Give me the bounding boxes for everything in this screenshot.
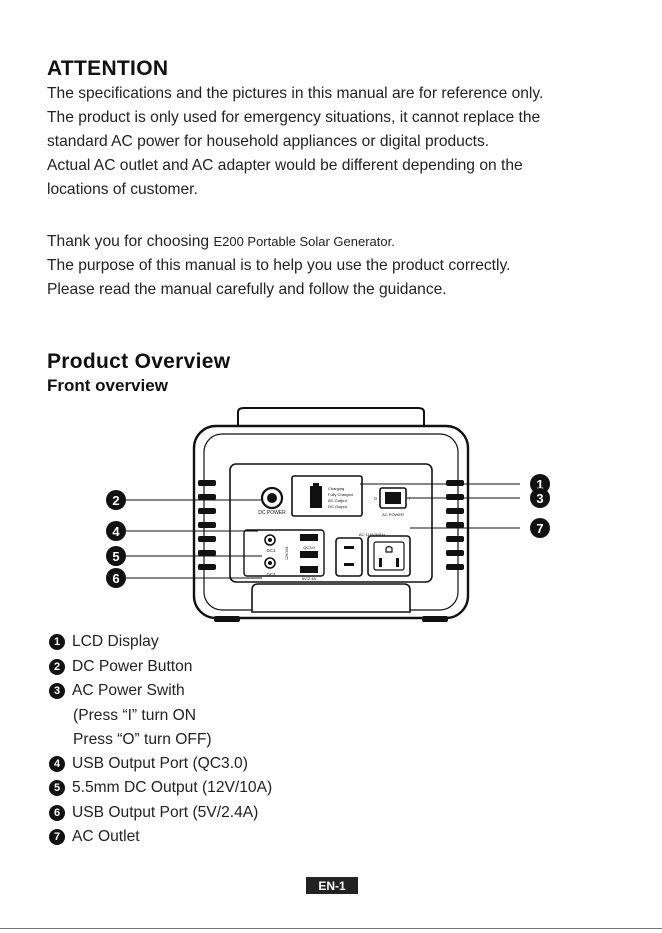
overview-subheading: Front overview [47,376,168,395]
intro-line: Please read the manual carefully and fol… [47,281,447,298]
dc2-label: DC2 [266,572,275,577]
legend-number: 2 [49,658,65,675]
qc-label: QC3.0 [303,545,315,550]
device-illustration: DC POWER Charging Fully Charged AC Outpu… [126,407,520,622]
legend-label: AC Power Swith [72,682,185,700]
legend-number: 7 [49,829,65,846]
lcd-line: Fully Charged [328,492,353,497]
dc-output-ports: DC1 DC2 12V/10A [264,534,289,577]
product-name: E200 Portable Solar Generator. [213,234,395,249]
legend-item: 3 AC Power Swith [49,679,272,704]
lcd-display: Charging Fully Charged AC Output DC Outp… [291,475,363,517]
legend-number: 6 [49,804,65,821]
callout-3: 3 [530,488,550,508]
legend-note: Press “O” turn OFF) [73,730,212,748]
ac-power-switch: O I AC POWER [374,487,410,517]
dc-power-label: DC POWER [258,510,286,516]
intro-text: Thank you for choosing E200 Portable Sol… [47,230,647,302]
dc1-label: DC1 [266,548,275,553]
legend-number: 1 [49,634,65,651]
attention-text: The specifications and the pictures in t… [47,82,647,202]
legend-label: LCD Display [72,633,159,651]
attention-line: standard AC power for household applianc… [47,133,490,150]
usb-ports: QC3.0 5V/2.4A [300,534,318,581]
legend-item: 2 DC Power Button [49,655,272,680]
callout-4: 4 [106,521,126,541]
callout-7: 7 [530,518,550,538]
legend-number: 5 [49,780,65,797]
legend-item: 1 LCD Display [49,630,272,655]
attention-line: The specifications and the pictures in t… [47,85,544,102]
legend-label: USB Output Port (QC3.0) [72,754,248,772]
legend-label: USB Output Port (5V/2.4A) [72,803,259,821]
legend-label: AC Outlet [72,828,140,846]
callout-5: 5 [106,546,126,566]
attention-line: Actual AC outlet and AC adapter would be… [47,157,523,174]
legend-item: 7 AC Outlet [49,825,272,850]
dc-output-spec: 12V/10A [285,546,289,560]
overview-heading: Product Overview [47,350,231,373]
callout-2: 2 [106,490,126,510]
lcd-line: AC Output [328,498,348,503]
ac-outlets: AC 110V/60Hz [335,532,411,577]
bottom-divider [0,928,662,929]
legend-item: 6 USB Output Port (5V/2.4A) [49,801,272,826]
thank-line: Thank you for choosing E200 Portable Sol… [47,230,647,254]
legend-number: 3 [49,683,65,700]
dc-power-button: DC POWER [258,486,286,516]
callout-6: 6 [106,568,126,588]
legend-note: (Press “I” turn ON [73,706,197,724]
component-legend: 1 LCD Display 2 DC Power Button 3 AC Power … [49,630,272,850]
legend-label: DC Power Button [72,657,193,675]
attention-heading: ATTENTION [47,57,169,80]
legend-label: 5.5mm DC Output (12V/10A) [72,779,273,797]
lcd-line: Charging [328,486,344,491]
usb-spec: 5V/2.4A [302,576,317,581]
lcd-line: DC Output [328,504,348,509]
legend-item: 4 USB Output Port (QC3.0) [49,752,272,777]
attention-line: locations of customer. [47,181,198,198]
intro-line: The purpose of this manual is to help yo… [47,257,511,274]
page-number: EN-1 [306,877,358,894]
ac-power-label: AC POWER [382,512,404,517]
attention-line: The product is only used for emergency s… [47,109,541,126]
legend-item: 5 5.5mm DC Output (12V/10A) [49,776,272,801]
ac-outlet-spec: AC 110V/60Hz [359,532,385,537]
legend-number: 4 [49,755,65,772]
switch-off-mark: O [374,496,377,501]
thank-prefix: Thank you for choosing [47,233,214,250]
